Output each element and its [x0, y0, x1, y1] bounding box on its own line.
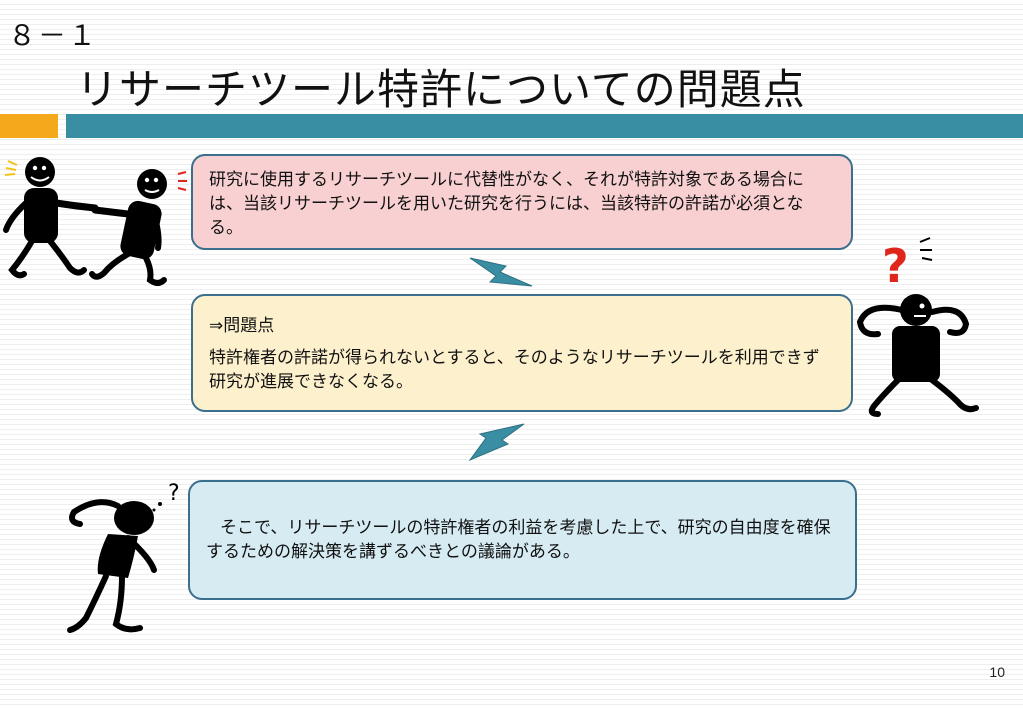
premise-text: 研究に使用するリサーチツールに代替性がなく、それが特許対象である場合には、当該リ… — [209, 170, 804, 238]
thought-mark: ? — [168, 481, 180, 506]
problem-heading: ⇒問題点 — [209, 316, 275, 336]
section-number: ８－１ — [8, 19, 99, 52]
problem-text: 特許権者の許諾が得られないとすると、そのようなリサーチツールを利用できず研究が進… — [209, 348, 820, 392]
confused-person-icon: ? — [856, 237, 979, 417]
solution-box: そこで、リサーチツールの特許権者の利益を考慮した上で、研究の自由度を確保するため… — [188, 480, 857, 600]
slide-title: リサーチツール特許についての問題点 — [76, 65, 806, 114]
page-number: 10 — [989, 664, 1005, 680]
problem-box: ⇒問題点 特許権者の許諾が得られないとすると、そのようなリサーチツールを利用でき… — [191, 294, 853, 412]
accent-bar-orange — [0, 114, 58, 138]
lightning-down-arrow-icon-2 — [468, 423, 525, 462]
tug-of-war-figures-icon — [3, 157, 187, 286]
accent-bar-teal — [66, 114, 1023, 138]
question-mark: ? — [882, 239, 909, 293]
premise-box: 研究に使用するリサーチツールに代替性がなく、それが特許対象である場合には、当該リ… — [191, 154, 853, 250]
lightning-down-arrow-icon — [469, 257, 533, 287]
thinking-person-icon: ? — [67, 481, 180, 633]
solution-text: そこで、リサーチツールの特許権者の利益を考慮した上で、研究の自由度を確保するため… — [206, 518, 831, 562]
